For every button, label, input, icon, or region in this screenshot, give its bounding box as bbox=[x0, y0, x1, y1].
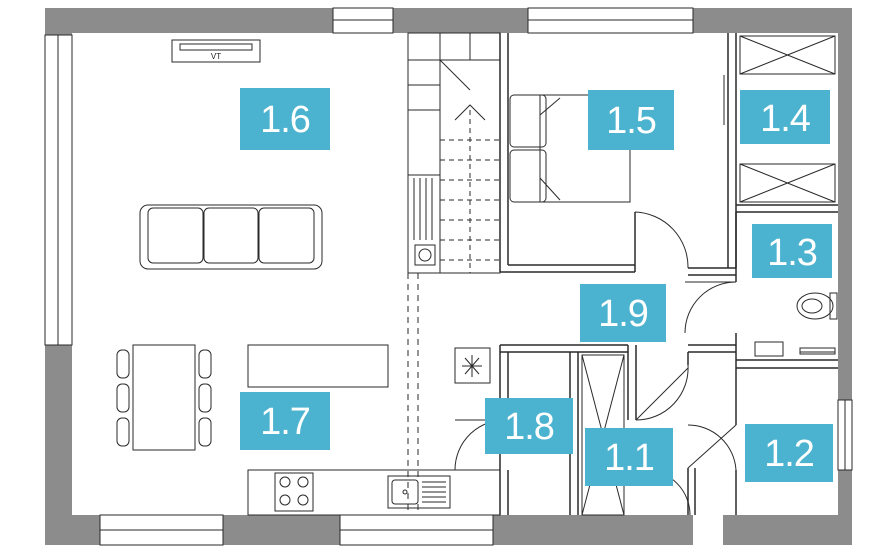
room-label-text: 1.7 bbox=[260, 401, 310, 443]
room-label-text: 1.2 bbox=[764, 433, 814, 475]
room-label-1-6: 1.6 bbox=[240, 88, 330, 150]
room-label-text: 1.4 bbox=[760, 98, 811, 140]
room-label-1-3: 1.3 bbox=[752, 224, 832, 278]
room-label-1-2: 1.2 bbox=[745, 424, 833, 482]
stairs-icon bbox=[407, 32, 501, 274]
toilet-icon bbox=[796, 292, 838, 320]
room-label-1-4: 1.4 bbox=[740, 90, 830, 144]
room-label-1-5: 1.5 bbox=[588, 90, 674, 150]
room-label-1-7: 1.7 bbox=[240, 392, 330, 450]
tv-label: VT bbox=[211, 52, 221, 61]
dining-table-icon bbox=[116, 344, 212, 451]
tv-icon: VT bbox=[171, 39, 261, 63]
kitchen-unit-icon bbox=[407, 174, 441, 274]
wardrobe-icon bbox=[581, 35, 836, 516]
room-label-text: 1.3 bbox=[767, 232, 817, 274]
washbasin-icon bbox=[754, 341, 836, 357]
room-label-1-1: 1.1 bbox=[585, 428, 673, 486]
stove-icon bbox=[274, 472, 314, 512]
exterior-walls bbox=[45, 8, 852, 545]
sink-icon bbox=[387, 475, 451, 509]
room-label-1-9: 1.9 bbox=[580, 284, 666, 342]
room-label-text: 1.8 bbox=[504, 406, 554, 448]
kitchen-island bbox=[247, 344, 389, 388]
kitchen-counter bbox=[247, 469, 501, 516]
room-label-text: 1.9 bbox=[598, 293, 648, 335]
room-label-text: 1.6 bbox=[260, 99, 310, 141]
room-label-text: 1.5 bbox=[606, 100, 656, 142]
windows bbox=[44, 7, 853, 546]
overhead-dashed-lines bbox=[407, 273, 419, 515]
room-label-text: 1.1 bbox=[604, 437, 654, 479]
room-label-1-8: 1.8 bbox=[485, 398, 573, 454]
heater-icon bbox=[454, 347, 491, 384]
sofa-icon bbox=[139, 204, 323, 270]
